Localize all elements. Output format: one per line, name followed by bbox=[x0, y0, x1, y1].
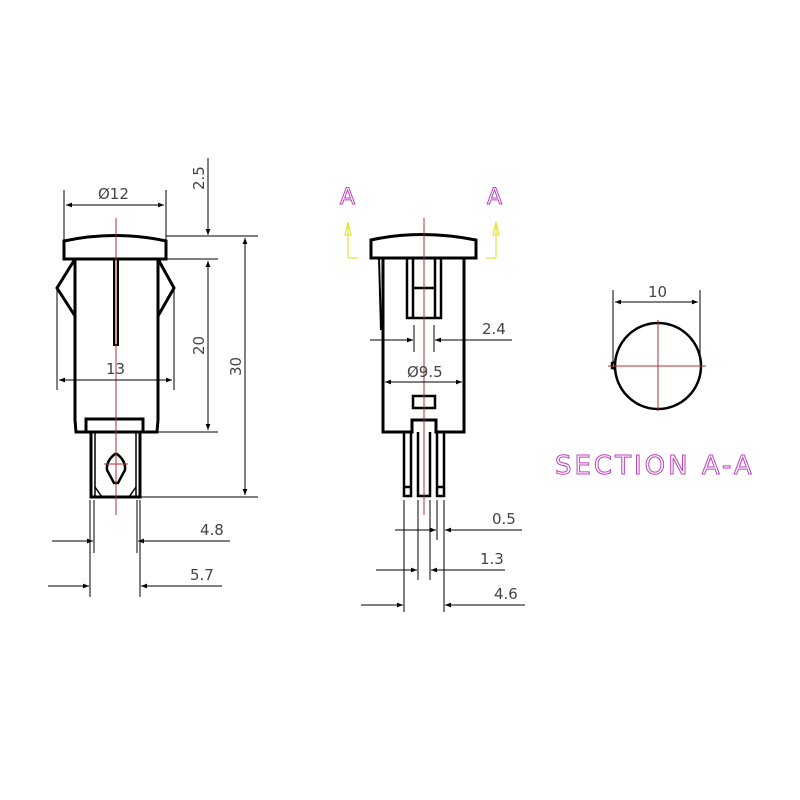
pin-left bbox=[402, 432, 413, 498]
dim-body-length: 20 bbox=[190, 336, 208, 355]
side-view: A A 2.4 Ø9.5 0 bbox=[340, 185, 525, 612]
terminal-collar bbox=[84, 417, 145, 432]
dim-terminal-outer: 5.7 bbox=[190, 566, 214, 584]
side-cap-outline bbox=[369, 233, 478, 260]
section-arrow-left bbox=[344, 221, 358, 259]
section-view: 10 SECTION A-A bbox=[555, 283, 755, 482]
terminal-hole bbox=[105, 452, 127, 485]
pin-right bbox=[435, 432, 446, 498]
dim-pin-thickness: 0.5 bbox=[492, 510, 516, 528]
section-marker-right: A bbox=[487, 185, 502, 210]
section-arrow-right bbox=[486, 221, 500, 259]
dim-cap-diameter: Ø12 bbox=[98, 185, 129, 203]
dim-body-diameter: Ø9.5 bbox=[407, 363, 443, 381]
section-marker-left: A bbox=[340, 185, 355, 210]
dim-section-diameter: 10 bbox=[648, 283, 667, 301]
dim-slot-width: 2.4 bbox=[482, 320, 506, 338]
dim-pin-gap: 1.3 bbox=[480, 550, 504, 568]
dim-overall-length: 30 bbox=[227, 357, 245, 376]
cap-outline bbox=[62, 234, 168, 261]
right-clip bbox=[156, 258, 176, 317]
dim-terminal-inner: 4.8 bbox=[200, 521, 224, 539]
section-label: SECTION A-A bbox=[555, 451, 755, 481]
dim-clip-width: 13 bbox=[106, 360, 125, 378]
front-view: Ø12 2.5 20 30 13 4.8 5.7 bbox=[48, 158, 258, 597]
left-clip bbox=[55, 258, 77, 317]
dim-cap-height: 2.5 bbox=[190, 166, 208, 190]
dim-pin-span: 4.6 bbox=[494, 585, 518, 603]
